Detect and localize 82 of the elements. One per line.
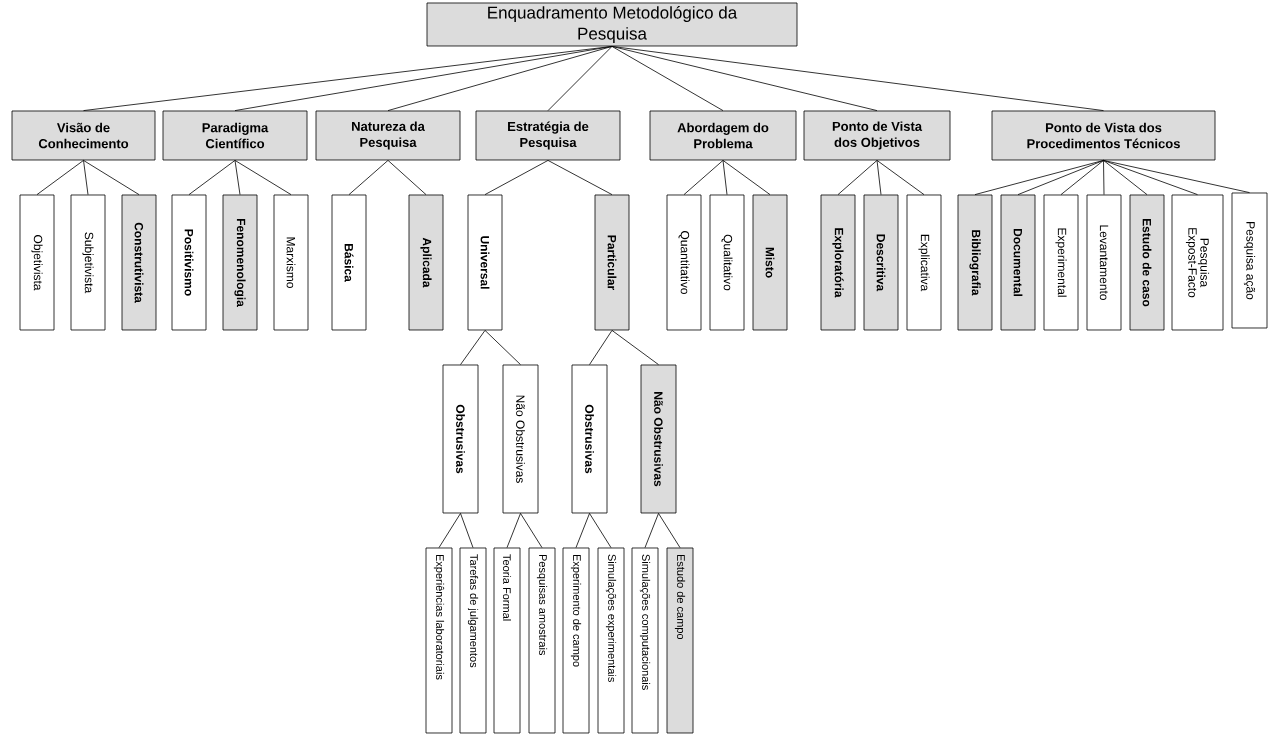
option-box: Simulações computacionais (631, 547, 659, 734)
option-box: Universal (467, 194, 503, 331)
connector-line (1103, 160, 1250, 193)
connector-line (387, 160, 427, 195)
connector-line (547, 46, 613, 111)
connector-line (589, 513, 612, 548)
connector-line (876, 160, 925, 195)
option-box: Teoria Formal (493, 547, 521, 734)
option-box: Simulações experimentais (597, 547, 625, 734)
option-box: Tarefas de julgamentos (459, 547, 487, 734)
connector-line (876, 160, 882, 195)
option-box: Construtivista (121, 194, 157, 331)
option-box: Obstrusivas (571, 364, 608, 514)
connector-line (722, 160, 728, 195)
connector-line (547, 160, 613, 195)
connector-line (575, 513, 590, 548)
option-box: Misto (752, 194, 788, 331)
option-box: Exploratória (820, 194, 856, 331)
connector-line (460, 330, 486, 365)
option-box: Explicativa (906, 194, 942, 331)
option-box: Objetivista (19, 194, 55, 331)
option-box: Obstrusivas (442, 364, 479, 514)
option-box: Fenomenologia (222, 194, 258, 331)
connector-line (1103, 160, 1105, 195)
connector-line (234, 160, 241, 195)
connector-line (460, 513, 474, 548)
connector-line (589, 330, 613, 365)
option-box: Estudo de campo (666, 547, 694, 734)
option-box: Não Obstrusivas (502, 364, 539, 514)
connector-line (83, 160, 140, 195)
connector-line (683, 160, 724, 195)
connector-line (644, 513, 659, 548)
category-box: Paradigma Científico (162, 110, 308, 161)
option-box: Positivismo (171, 194, 207, 331)
connector-line (611, 46, 878, 111)
option-box: Experiências laboratoriais (425, 547, 453, 734)
option-box: Não Obstrusivas (640, 364, 677, 514)
option-box: Qualitativo (709, 194, 745, 331)
connector-line (387, 46, 613, 111)
connector-line (611, 46, 1104, 111)
connector-line (837, 160, 878, 195)
option-box: Estudo de caso (1129, 194, 1165, 331)
connector-line (234, 160, 292, 195)
connector-line (506, 513, 521, 548)
option-box: Bibliografia (957, 194, 993, 331)
option-box: Experimento de campo (562, 547, 590, 734)
connector-line (1017, 160, 1104, 195)
connector-line (484, 160, 549, 195)
option-box: Particular (594, 194, 630, 331)
connector-line (438, 513, 461, 548)
title-box: Enquadramento Metodológico da Pesquisa (426, 2, 798, 47)
connector-line (1060, 160, 1104, 195)
connector-line (658, 513, 681, 548)
connector-line (1103, 160, 1198, 195)
connector-line (348, 160, 389, 195)
option-box: Levantamento (1086, 194, 1122, 331)
connector-line (1103, 160, 1148, 195)
option-box: Marxismo (273, 194, 309, 331)
connector-line (83, 160, 89, 195)
option-box: Quantitativo (666, 194, 702, 331)
connector-line (484, 330, 521, 365)
category-box: Ponto de Vista dos Objetivos (803, 110, 951, 161)
category-box: Visão de Conhecimento (11, 110, 156, 161)
connector-line (188, 160, 236, 195)
option-box: Pesquisas amostrais (528, 547, 556, 734)
option-box: Documental (1000, 194, 1036, 331)
category-box: Abordagem do Problema (649, 110, 797, 161)
connector-line (611, 330, 659, 365)
connector-line (611, 46, 724, 111)
option-box: Básica (331, 194, 367, 331)
connector-line (722, 160, 771, 195)
connector-line (36, 160, 84, 195)
option-box: Pesquisa ação (1231, 192, 1268, 329)
category-box: Estratégia de Pesquisa (475, 110, 621, 161)
connector-line (520, 513, 543, 548)
option-box: Aplicada (408, 194, 444, 331)
option-box: Subjetivista (70, 194, 106, 331)
category-box: Natureza da Pesquisa (315, 110, 461, 161)
option-box: Pesquisa Expost-Facto (1171, 194, 1224, 331)
option-box: Experimental (1043, 194, 1079, 331)
category-box: Ponto de Vista dos Procedimentos Técnicos (991, 110, 1216, 161)
option-box: Descritiva (863, 194, 899, 331)
